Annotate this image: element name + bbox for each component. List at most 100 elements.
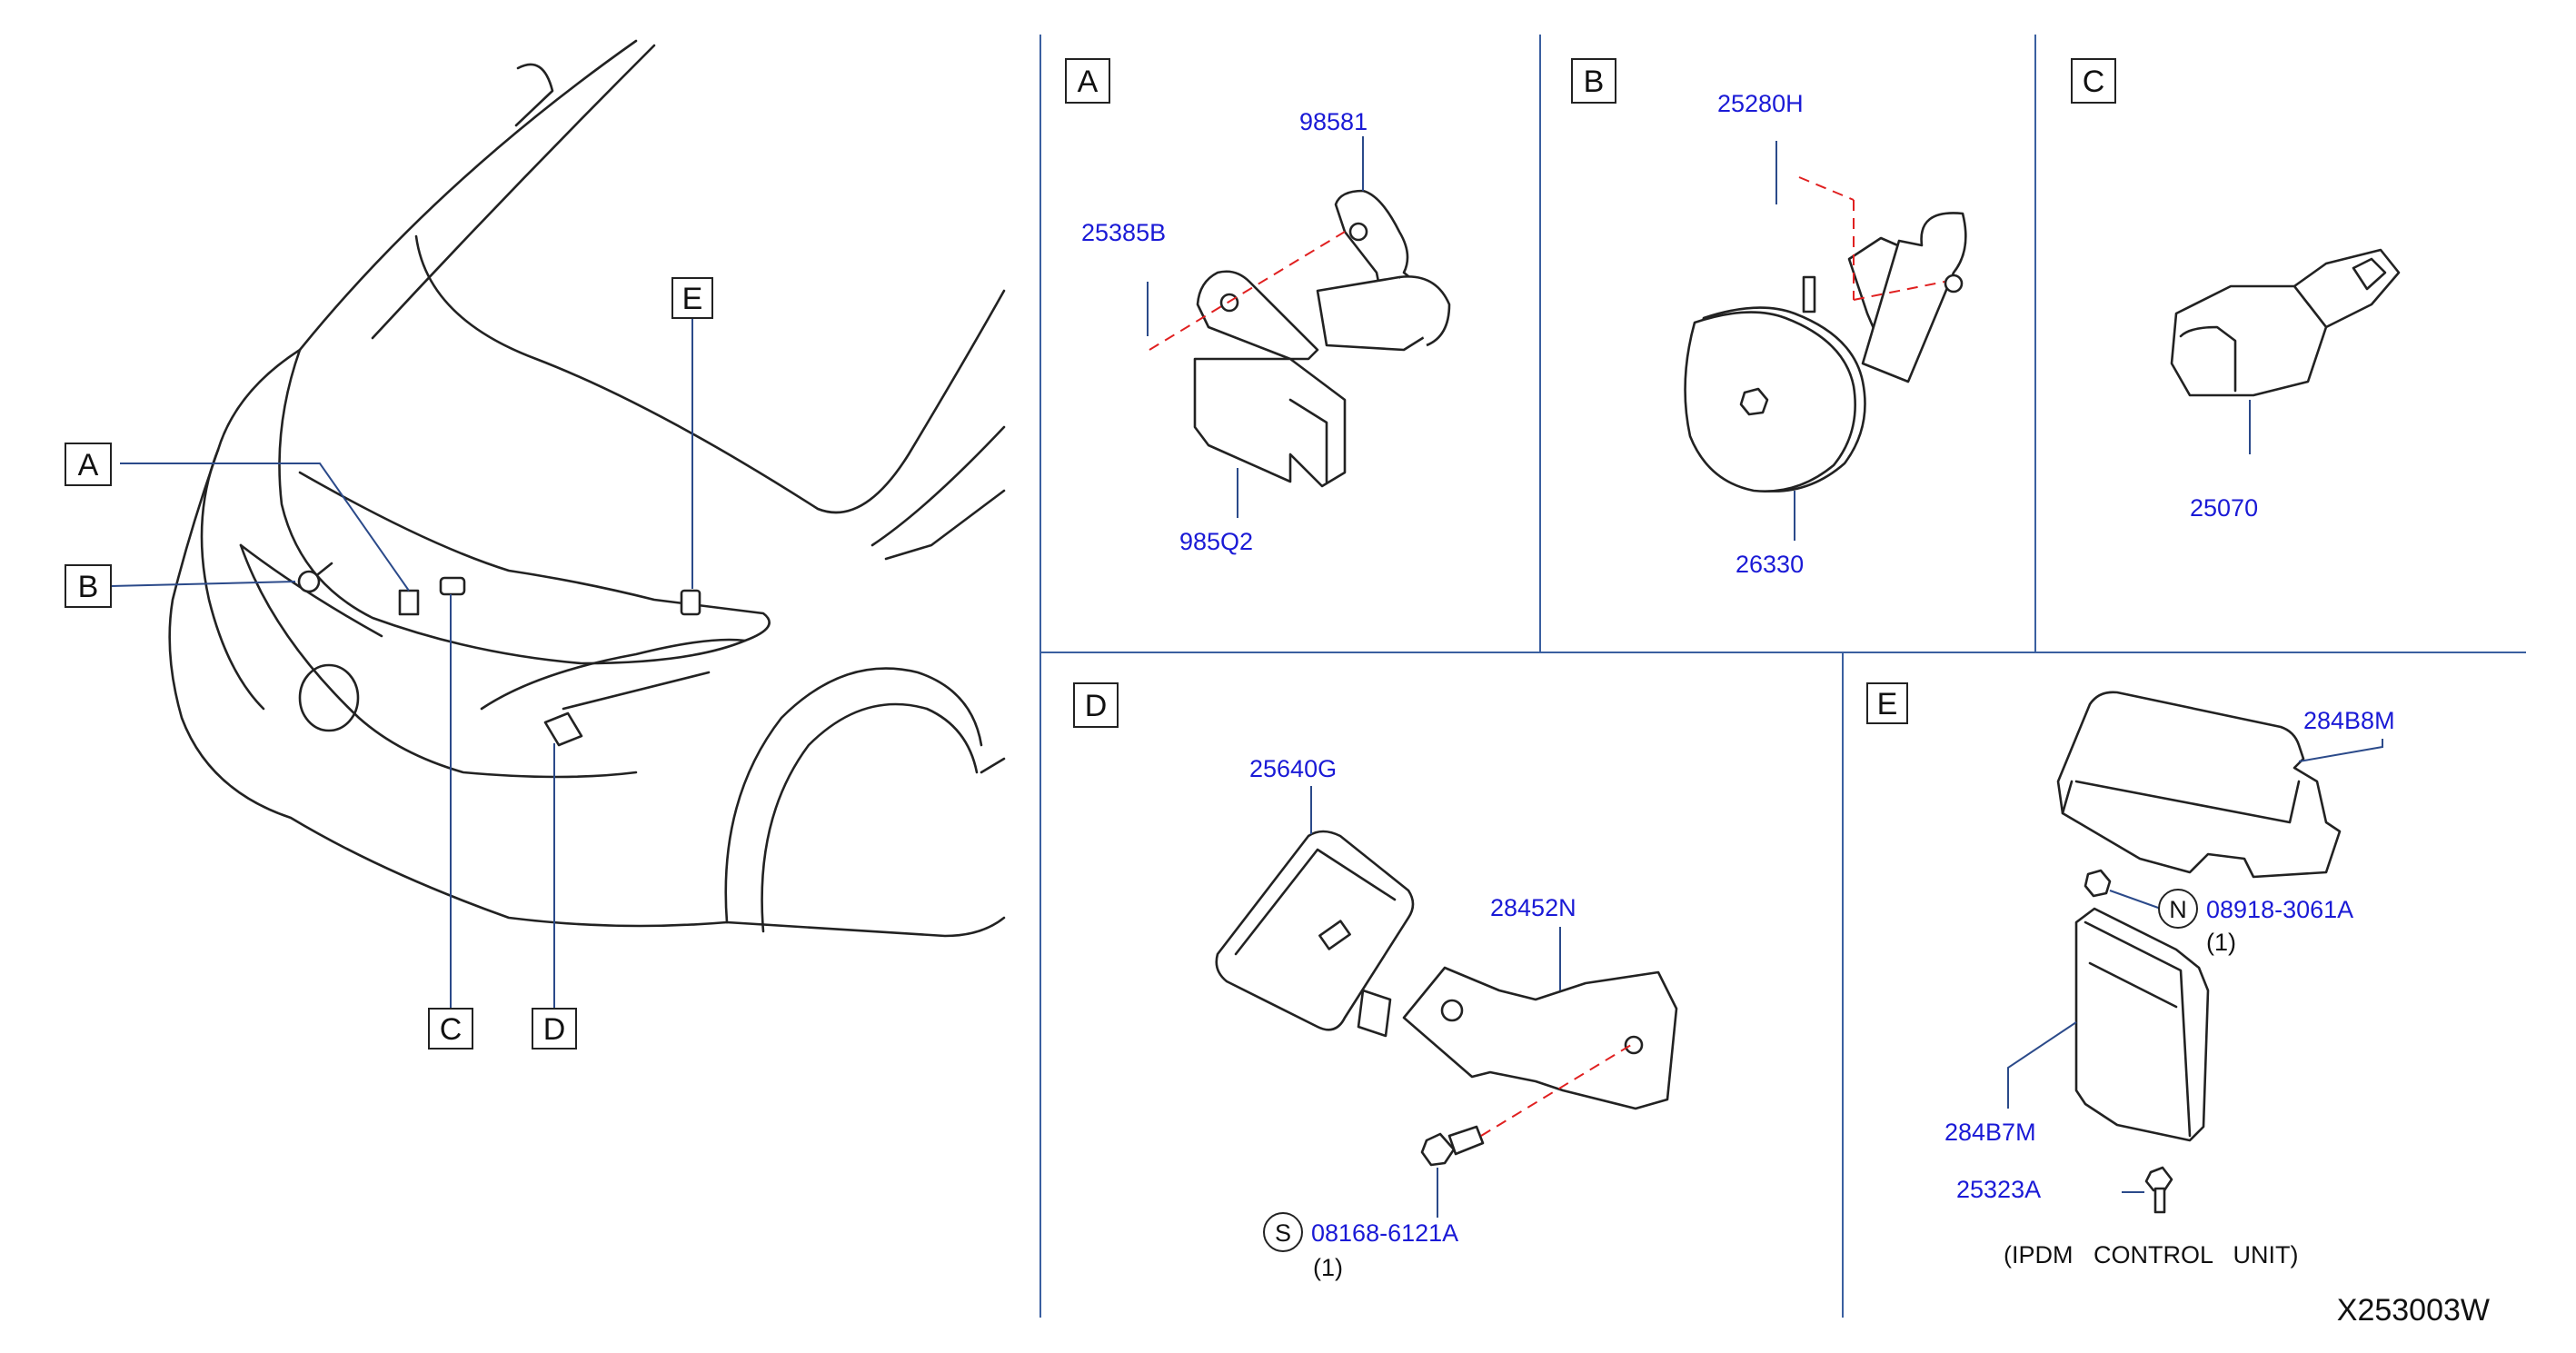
switch-connector-detail (2179, 325, 2237, 393)
part-number-25640g[interactable]: 25640G (1249, 755, 1337, 782)
panel-b: B 25280H 26330 (1571, 58, 1967, 578)
arch-edge (980, 757, 1006, 774)
nut-icon (2084, 869, 2112, 898)
hood-line (414, 234, 1006, 514)
panel-c: C 25070 (2071, 58, 2401, 522)
leader-08918-3061a (2109, 890, 2162, 910)
part-number-08918-3061a[interactable]: 08918-3061A (2206, 896, 2353, 923)
callout-d-label: D (543, 1012, 566, 1047)
part-number-284b7m[interactable]: 284B7M (1944, 1119, 2036, 1146)
grille-side (200, 448, 265, 711)
leader-b (110, 581, 296, 587)
ipdm-drawing (2056, 691, 2342, 1214)
part-number-98581[interactable]: 98581 (1299, 108, 1368, 135)
panel-e: E 284B8M N 08918-3061A (1) 284B7M 25323A… (1866, 682, 2395, 1268)
ipdm-unit-band (2088, 961, 2178, 1009)
wheel-arch-inner (761, 702, 979, 933)
horn-nut (1739, 387, 1769, 416)
ipdm-unit-edge (2084, 920, 2192, 1138)
callout-d: D (532, 1008, 577, 1050)
callout-e-label: E (682, 282, 703, 316)
panel-e-label: E (1877, 687, 1898, 721)
vehicle-overview: A B C D E (65, 39, 1006, 1050)
part-number-08168-6121a[interactable]: 08168-6121A (1311, 1219, 1458, 1247)
part-number-28452n[interactable]: 28452N (1490, 894, 1576, 921)
emblem-outline (298, 663, 360, 732)
ipdm-cover-edge (2074, 780, 2301, 824)
module-connector (1318, 920, 1351, 950)
horn-bracket-icon (316, 562, 333, 576)
switch-plunger (2352, 257, 2387, 291)
switch-connector (2170, 284, 2328, 397)
mount-bracket-hole-2 (1624, 1035, 1644, 1055)
bolt-symbol-circle (1263, 1212, 1303, 1252)
leader-284b8m (2298, 739, 2383, 762)
sensor-arm-hole (1348, 222, 1368, 242)
alignment-line-d (1480, 1044, 1632, 1137)
horn-face (1684, 311, 1856, 492)
horn-icon (297, 570, 321, 593)
ipdm-caption: (IPDM CONTROL UNIT) (2004, 1241, 2299, 1268)
nut-quantity: (1) (2206, 929, 2236, 956)
a-pillar-inner (371, 44, 656, 340)
switch-drawing (2170, 248, 2401, 397)
bolt-symbol-s: S (1275, 1219, 1291, 1247)
callout-c: C (428, 1008, 473, 1050)
ipdm-cover (2056, 691, 2342, 879)
bumper-outline (168, 348, 1006, 938)
sensor-link (1196, 270, 1319, 361)
sensor-link-hole (1219, 293, 1239, 313)
a-pillar-outline (298, 39, 638, 352)
panel-d: D 25640G 28452N S 08168-6121A (1) (1073, 682, 1678, 1281)
callout-b-label: B (78, 570, 99, 604)
mount-bracket (1402, 966, 1678, 1110)
part-number-26330[interactable]: 26330 (1736, 551, 1804, 578)
bolt-shank (1447, 1125, 1485, 1156)
panel-dividers (1039, 35, 2526, 1318)
hood-front-edge (278, 348, 771, 665)
leader-284b7m (2007, 1021, 2077, 1109)
panel-a-label: A (1078, 65, 1099, 99)
ipdm-e-icon (680, 589, 701, 616)
part-number-25280h[interactable]: 25280H (1717, 90, 1804, 117)
bolt-head (1420, 1132, 1456, 1167)
horn-bracket-hole (1944, 274, 1964, 293)
screw-shank (2153, 1187, 2166, 1214)
horn-bracket (1861, 212, 1967, 383)
headlamp-upper (480, 638, 747, 711)
part-number-25323a[interactable]: 25323A (1956, 1176, 2041, 1203)
part-number-284b8m[interactable]: 284B8M (2303, 707, 2395, 734)
panel-a: A 98581 25385B 985Q2 (1065, 58, 1451, 555)
diagram-code: X253003W (2337, 1293, 2490, 1328)
ipdm-cover-corner (2061, 780, 2074, 815)
part-number-985q2[interactable]: 985Q2 (1179, 528, 1253, 555)
switch-c-icon (439, 576, 466, 596)
module-case (1215, 830, 1415, 1031)
nut-symbol-n: N (2169, 896, 2187, 923)
grille-lower (239, 543, 638, 779)
screw-head (2144, 1166, 2173, 1192)
wheel-arch-outer (724, 667, 983, 924)
module-case-edge (1234, 848, 1397, 956)
sensor-bracket (1193, 357, 1347, 488)
panel-b-label: B (1584, 65, 1605, 99)
sensor-a-icon (398, 589, 420, 616)
part-number-25385b[interactable]: 25385B (1081, 219, 1166, 246)
leader-a (120, 463, 410, 592)
bracket-d-icon (543, 711, 583, 747)
callout-b: B (65, 564, 112, 608)
callout-a: A (65, 443, 112, 486)
alignment-line-a (1149, 231, 1346, 351)
part-number-25070[interactable]: 25070 (2190, 494, 2258, 522)
sensor-bracket-fold (1288, 398, 1328, 483)
callout-a-label: A (78, 448, 99, 483)
mount-bracket-hole-1 (1440, 999, 1464, 1022)
height-sensor-drawing (1149, 189, 1451, 488)
headlamp-lower (562, 671, 711, 711)
module-clip (1357, 989, 1392, 1038)
bolt-quantity: (1) (1313, 1254, 1343, 1281)
fender-crease (884, 489, 1006, 561)
callout-c-label: C (440, 1012, 462, 1047)
